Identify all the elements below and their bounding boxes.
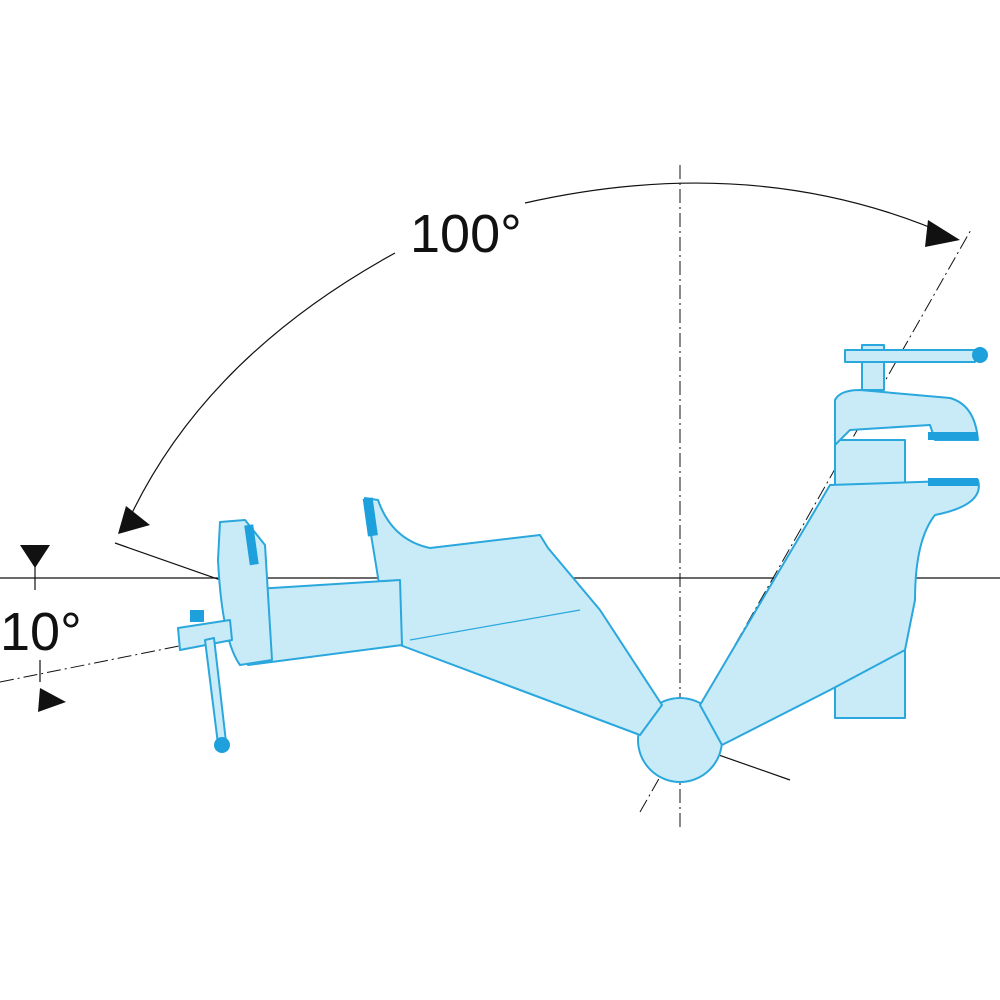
tilt-angle-label: 10°	[0, 602, 82, 662]
tilted-vise	[177, 497, 663, 753]
angle-arc-right	[524, 182, 956, 239]
swivelled-vise	[699, 344, 988, 746]
tilt-arrow-up-icon	[38, 688, 66, 712]
arrowhead-right-icon	[925, 220, 960, 247]
angle-arc-left	[124, 252, 396, 529]
arrowhead-left-icon	[118, 506, 150, 534]
swivel-angle-label: 100°	[410, 204, 522, 264]
rotated-axis-line	[639, 227, 973, 813]
tilt-arrow-down-icon	[20, 545, 50, 568]
